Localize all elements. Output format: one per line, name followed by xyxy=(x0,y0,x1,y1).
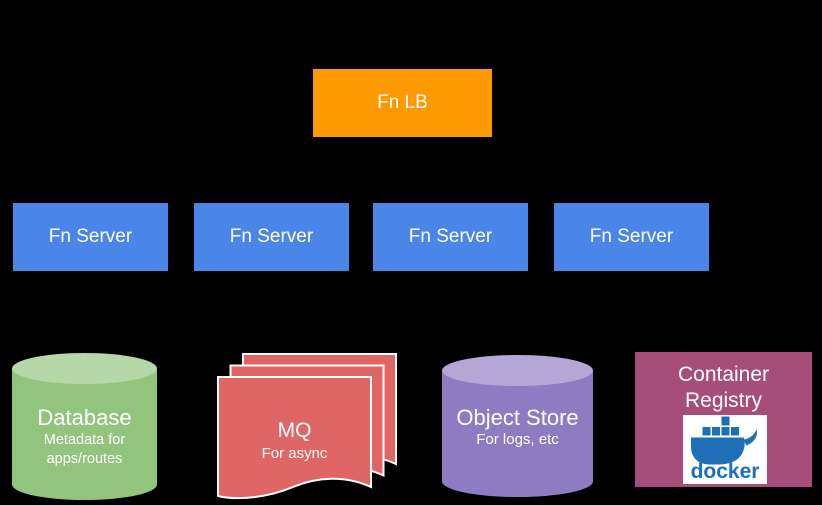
docker-wordmark: docker xyxy=(691,460,760,483)
fn-server-label: Fn Server xyxy=(229,226,314,247)
container-registry-title-line1: Container xyxy=(677,363,770,386)
fn-lb-label: Fn LB xyxy=(377,92,428,113)
cylinder-top xyxy=(12,353,157,384)
docker-whale-tail xyxy=(743,429,758,446)
object-store-subtitle: For logs, etc xyxy=(476,431,559,448)
cylinder-shape xyxy=(442,355,593,497)
fn-server-box-3: Fn Server xyxy=(373,203,528,271)
cylinder-top xyxy=(442,355,593,386)
cylinder-shape xyxy=(12,353,157,500)
database-subtitle-line2: apps/routes xyxy=(46,451,123,467)
fn-server-label: Fn Server xyxy=(589,226,674,247)
container-registry-title: Container Registry xyxy=(635,362,812,414)
container-registry-title-line2: Registry xyxy=(684,389,763,412)
docker-logo-card: docker xyxy=(683,415,767,484)
docker-logo-icon: docker xyxy=(691,416,760,483)
fn-lb-box: Fn LB xyxy=(313,69,492,137)
docker-whale-icon xyxy=(691,416,758,465)
cylinder-body xyxy=(12,368,157,485)
object-store-cylinder: Object Store For logs, etc xyxy=(442,355,593,498)
database-cylinder: Database Metadata for apps/routes xyxy=(12,353,157,501)
docker-container-block xyxy=(712,427,720,436)
docker-container-block xyxy=(702,427,711,436)
mq-document-stack: MQ For async xyxy=(217,353,398,501)
docker-container-block xyxy=(731,427,739,436)
fn-server-box-4: Fn Server xyxy=(554,203,709,271)
fn-server-label: Fn Server xyxy=(408,226,493,247)
fn-server-box-1: Fn Server xyxy=(13,203,168,271)
document-page-front xyxy=(217,376,372,500)
object-store-title: Object Store xyxy=(456,405,579,430)
docker-container-block xyxy=(721,427,730,436)
database-title: Database xyxy=(37,405,132,430)
mq-subtitle: For async xyxy=(261,445,328,462)
docker-whale-body xyxy=(691,437,745,465)
cylinder-body xyxy=(442,370,593,482)
database-subtitle-line1: Metadata for xyxy=(43,432,126,448)
docker-container-chimney xyxy=(721,416,730,426)
mq-title: MQ xyxy=(277,419,312,442)
document-stack-shape xyxy=(217,353,397,500)
fn-server-box-2: Fn Server xyxy=(194,203,349,271)
container-registry-box: Container Registry docker xyxy=(635,352,812,487)
fn-server-label: Fn Server xyxy=(48,226,133,247)
